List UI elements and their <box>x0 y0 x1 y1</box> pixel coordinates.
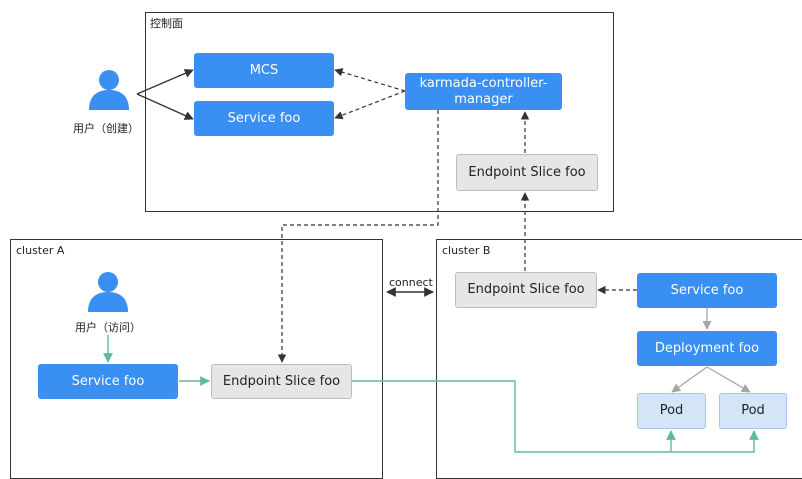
edge-controller-to-service-foo <box>334 90 406 120</box>
mcs-node: MCS <box>194 53 334 88</box>
cluster-b-label: cluster B <box>442 244 491 257</box>
pod-node: Pod <box>719 393 787 429</box>
edge-deployment-to-pod-1 <box>671 366 708 393</box>
user-icon <box>88 272 128 312</box>
pod-node: Pod <box>637 393 706 429</box>
deployment-foo-node: Deployment foo <box>637 331 777 366</box>
connector-layer <box>103 68 759 453</box>
service-foo-cluster-b-node: Service foo <box>637 273 777 308</box>
user-create-label: 用户（创建） <box>73 122 139 135</box>
user-access-label: 用户（访问） <box>75 321 141 334</box>
edge-user-to-service-foo <box>136 93 194 120</box>
control-plane-label: 控制面 <box>150 17 183 30</box>
edge-deployment-to-pod-2 <box>706 366 751 393</box>
control-plane-frame <box>145 12 614 212</box>
edge-user-to-mcs <box>136 69 194 95</box>
endpoint-slice-control-plane-node: Endpoint Slice foo <box>456 154 598 191</box>
karmada-controller-manager-node: karmada-controller-manager <box>405 73 562 110</box>
edge-controller-to-mcs <box>334 68 406 92</box>
service-foo-control-plane-node: Service foo <box>194 101 334 136</box>
edge-controller-to-endpoint-a <box>277 110 439 363</box>
endpoint-slice-cluster-a-node: Endpoint Slice foo <box>211 364 352 399</box>
service-foo-cluster-a-node: Service foo <box>38 364 178 399</box>
cluster-a-label: cluster A <box>16 244 65 257</box>
endpoint-slice-cluster-b-node: Endpoint Slice foo <box>455 272 597 308</box>
edge-endpoint-a-to-pods <box>352 380 759 453</box>
user-icon <box>89 70 129 110</box>
connect-label: connect <box>389 276 433 289</box>
